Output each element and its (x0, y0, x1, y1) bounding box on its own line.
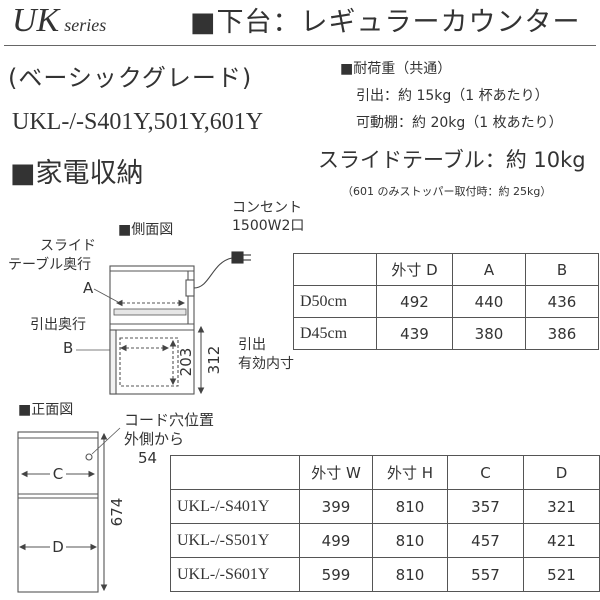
table-cell: 457 (447, 523, 524, 558)
table-cell: 810 (372, 557, 448, 592)
table-header-cell: A (452, 253, 526, 286)
table-row-label: UKL-/-S501Y (170, 523, 300, 558)
table-header-cell: C (447, 455, 524, 490)
table-header-row: 外寸 D A B (293, 253, 599, 286)
slide-depth-leader (93, 288, 119, 303)
table-cell: 521 (523, 557, 600, 592)
dim-312-label: 312 (205, 346, 223, 375)
table-cell: 499 (299, 523, 373, 558)
cord-hole-leader (91, 427, 121, 455)
side-view-title: ■側面図 (118, 222, 174, 238)
table-cell: 492 (376, 285, 453, 318)
table-row: D45cm 439 380 386 (293, 317, 599, 350)
cord-hole-label-2: 外側から (124, 430, 185, 448)
table-cell: 357 (447, 489, 524, 524)
table-header-cell: D (523, 455, 600, 490)
table-cell: 436 (525, 285, 599, 318)
drawer-inner-box (119, 337, 179, 387)
slide-table-shape (113, 308, 187, 316)
cord-hole-dim: 54 (138, 449, 158, 467)
cord-hole-label-1: コード穴位置 (124, 411, 215, 429)
front-view-diagram (17, 427, 121, 593)
table-row-label: D45cm (293, 317, 377, 350)
depth-table: 外寸 D A B D50cm 492 440 436 D45cm 439 380… (293, 253, 599, 350)
drawer-depth-label: 引出奥行 (30, 317, 86, 333)
side-view-diagram (76, 251, 251, 395)
table-cell: 386 (525, 317, 599, 350)
table-header-cell: 外寸 D (376, 253, 453, 286)
table-cell: 599 (299, 557, 373, 592)
table-cell: 421 (523, 523, 600, 558)
slide-depth-label-1: スライド (40, 238, 96, 254)
brand-name: UK (12, 2, 60, 39)
dim-674-label: 674 (108, 498, 126, 527)
slide-depth-label-2: テーブル奥行 (8, 257, 92, 273)
section-title-appliance: ■家電収納 (10, 158, 144, 189)
table-row: UKL-/-S501Y 499 810 457 421 (170, 523, 600, 558)
power-cord (193, 257, 233, 289)
cord-hole-icon (85, 453, 93, 461)
load-drawer: 引出：約 15kg（1 杯あたり） (356, 88, 549, 104)
drawer-inner-label-1: 引出 (238, 337, 266, 353)
table-row: D50cm 492 440 436 (293, 285, 599, 318)
table-cell: 399 (299, 489, 373, 524)
header-divider (4, 45, 596, 46)
table-header-cell: 外寸 H (372, 455, 448, 490)
table-row: UKL-/-S401Y 399 810 357 321 (170, 489, 600, 524)
table-row-label: D50cm (293, 285, 377, 318)
slide-table-note: （601 のみストッパー取付時：約 25kg） (342, 185, 552, 198)
product-models: UKL-/-S401Y,501Y,601Y (12, 109, 264, 135)
dim-d-label: D (52, 538, 64, 556)
load-shelf: 可動棚：約 20kg（1 枚あたり） (356, 115, 563, 131)
load-title: ■耐荷重（共通） (340, 61, 452, 77)
table-cell: 439 (376, 317, 453, 350)
outlet-box (185, 279, 195, 297)
table-cell: 440 (452, 285, 526, 318)
drawer-front-panel (109, 329, 117, 395)
front-view-title: ■正面図 (18, 402, 74, 418)
table-cell: 810 (372, 523, 448, 558)
table-header-cell: 外寸 W (299, 455, 373, 490)
drawer-inner-label-2: 有効内寸 (238, 356, 294, 372)
drawer-depth-dim: B (63, 339, 74, 357)
brand-suffix: series (64, 15, 107, 35)
table-cell: 321 (523, 489, 600, 524)
table-header-cell: B (525, 253, 599, 286)
table-row-label: UKL-/-S401Y (170, 489, 300, 524)
slide-table-load: スライドテーブル：約 10kg (318, 148, 586, 172)
table-corner-cell (170, 455, 300, 490)
size-table: 外寸 W 外寸 H C D UKL-/-S401Y 399 810 357 32… (170, 455, 600, 592)
product-grade: (ベーシックグレード) (8, 64, 253, 92)
front-cabinet-outline (17, 431, 99, 593)
table-cell: 810 (372, 489, 448, 524)
table-row-label: UKL-/-S601Y (170, 557, 300, 592)
page-title: ■下台：レギュラーカウンター (190, 7, 581, 38)
dim-203-label: 203 (177, 348, 195, 377)
slide-depth-dim: A (83, 279, 94, 297)
table-cell: 557 (447, 557, 524, 592)
dim-c-label: C (53, 465, 63, 483)
outlet-spec: 1500W2口 (232, 218, 305, 234)
table-cell: 380 (452, 317, 526, 350)
table-corner-cell (293, 253, 377, 286)
table-row: UKL-/-S601Y 599 810 557 521 (170, 557, 600, 592)
table-header-row: 外寸 W 外寸 H C D (170, 455, 600, 490)
outlet-label: コンセント (232, 200, 302, 216)
plug-icon (231, 251, 244, 264)
